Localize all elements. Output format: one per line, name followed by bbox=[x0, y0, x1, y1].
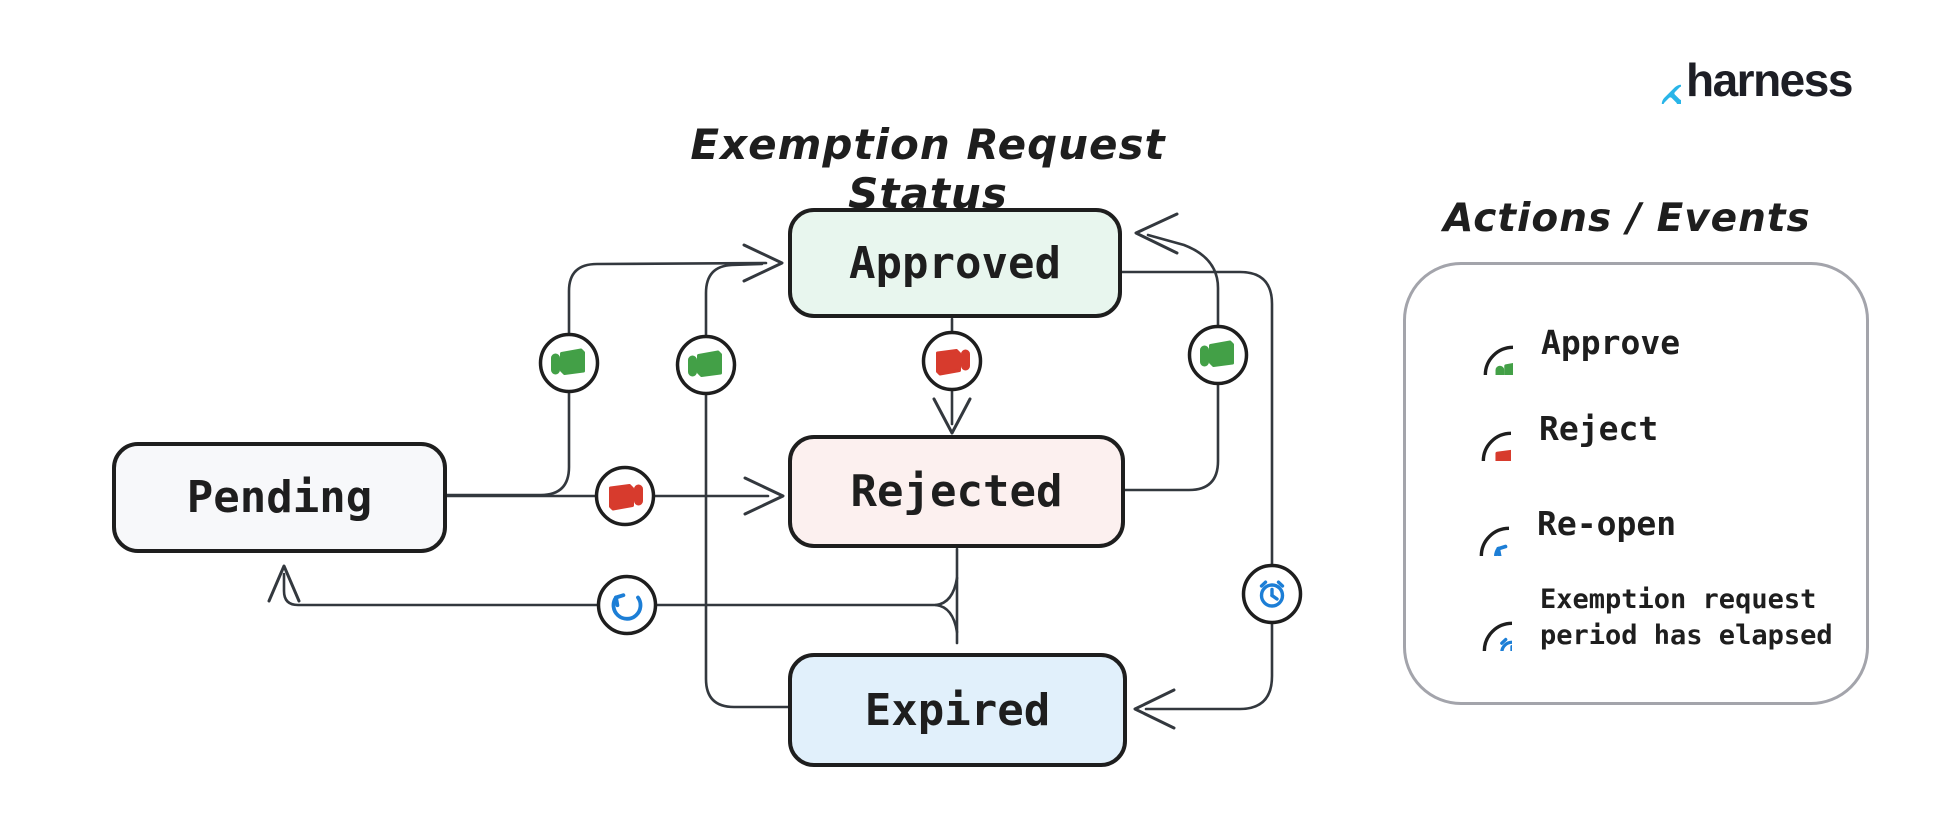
thumbs-up-icon bbox=[1190, 327, 1247, 384]
arrowhead-into-rejected-left bbox=[743, 476, 785, 516]
state-approved-label: Approved bbox=[849, 237, 1061, 289]
state-pending-label: Pending bbox=[186, 472, 373, 523]
arrowhead-into-rejected-top bbox=[932, 397, 972, 435]
alarm-clock-icon bbox=[1446, 585, 1512, 651]
arrowhead-into-expired-right bbox=[1133, 688, 1176, 730]
legend-item-approve: Approve bbox=[1447, 309, 1680, 375]
arrow-reopen-to-pending bbox=[282, 572, 938, 607]
legend-item-label: Approve bbox=[1541, 322, 1681, 362]
state-expired: Expired bbox=[788, 653, 1127, 767]
reopen-fork-upper bbox=[934, 576, 959, 607]
legend-panel: Approve Reject Re-open Exemption request… bbox=[1403, 262, 1869, 705]
legend-item-label: Reject bbox=[1539, 408, 1659, 448]
alarm-clock-icon bbox=[1241, 563, 1303, 625]
legend-item-label: Exemption request period has elapsed bbox=[1540, 584, 1833, 651]
state-rejected-label: Rejected bbox=[850, 466, 1063, 517]
diagram-title: Exemption Request Status bbox=[690, 120, 1166, 218]
thumbs-up-icon bbox=[1447, 309, 1513, 375]
thumbs-down-icon bbox=[1445, 395, 1511, 461]
state-rejected: Rejected bbox=[788, 435, 1125, 548]
arrow-expired-to-approved bbox=[704, 262, 790, 709]
thumbs-down-icon bbox=[924, 333, 981, 390]
arrowhead-into-pending-bottom bbox=[267, 564, 301, 603]
reopen-icon bbox=[1443, 490, 1509, 556]
legend-item-reopen: Re-open bbox=[1443, 490, 1676, 556]
thumbs-up-icon bbox=[678, 337, 735, 394]
harness-logo: harness bbox=[1634, 54, 1853, 106]
state-expired-label: Expired bbox=[864, 684, 1051, 736]
thumbs-down-icon bbox=[597, 468, 654, 525]
legend-item-reject: Reject bbox=[1445, 395, 1658, 461]
arrow-approved-to-expired bbox=[1120, 270, 1274, 711]
legend-item-label: Re-open bbox=[1537, 503, 1677, 543]
harness-logo-text: harness bbox=[1686, 54, 1853, 106]
state-pending: Pending bbox=[112, 442, 447, 553]
arrowhead-into-approved-right bbox=[1134, 212, 1179, 255]
legend-title: Actions / Events bbox=[1443, 196, 1811, 241]
legend-item-period-elapsed: Exemption request period has elapsed bbox=[1446, 582, 1840, 654]
arrowhead-into-approved-left bbox=[742, 243, 784, 283]
thumbs-up-icon bbox=[541, 335, 598, 392]
reopen-fork-lower bbox=[934, 603, 959, 634]
reopen-icon bbox=[596, 574, 658, 636]
harness-logo-icon bbox=[1634, 57, 1681, 104]
arrowheads bbox=[267, 212, 1179, 730]
state-approved: Approved bbox=[788, 208, 1122, 318]
